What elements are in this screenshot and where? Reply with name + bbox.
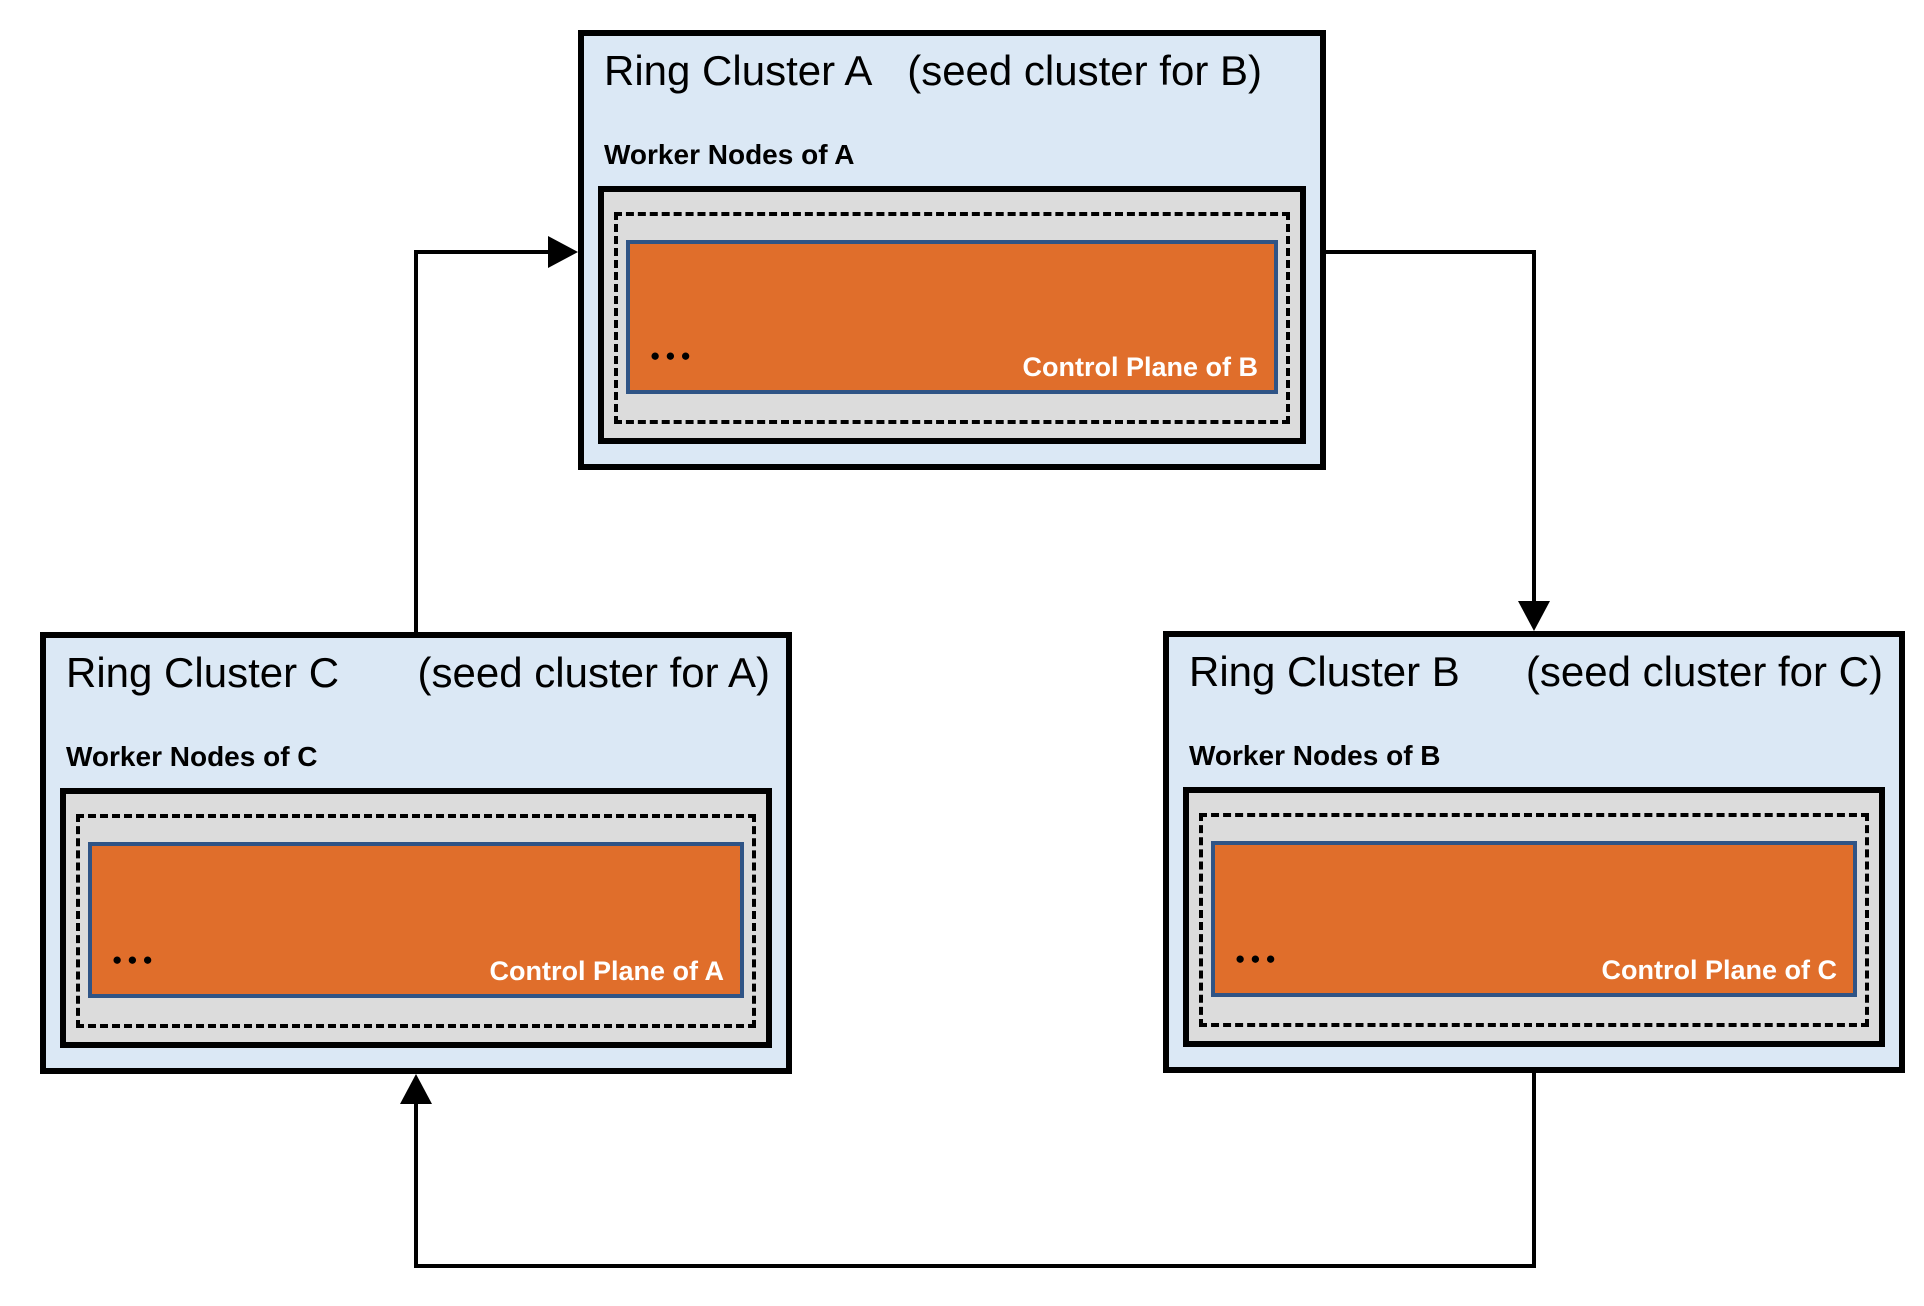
cluster-c-control-plane-box: ●●● Control Plane of A bbox=[88, 842, 744, 998]
cluster-a-dashed-boundary bbox=[614, 212, 1290, 424]
cluster-c-dashed-boundary bbox=[76, 814, 756, 1028]
cluster-c-card: Ring Cluster C (seed cluster for A) Work… bbox=[40, 632, 792, 1074]
cluster-c-seed-note: (seed cluster for A) bbox=[417, 649, 770, 696]
cluster-b-title-row: Ring Cluster B (seed cluster for C) bbox=[1169, 637, 1899, 697]
connector-c-to-a-vertical-segment bbox=[414, 250, 418, 632]
cluster-a-ellipsis-dots: ●●● bbox=[650, 346, 696, 365]
cluster-c-worker-box: ●●● Control Plane of A bbox=[60, 788, 772, 1048]
cluster-b-control-plane-label: Control Plane of C bbox=[1601, 955, 1838, 985]
connector-b-to-c-right-vertical-segment bbox=[1532, 1073, 1536, 1268]
cluster-a-worker-label: Worker Nodes of A bbox=[604, 139, 855, 170]
cluster-b-dashed-boundary bbox=[1199, 813, 1869, 1027]
connector-b-to-c-horizontal-segment bbox=[414, 1264, 1536, 1268]
cluster-b-ellipsis-dots: ●●● bbox=[1235, 949, 1281, 968]
cluster-b-title: Ring Cluster B bbox=[1189, 648, 1460, 695]
connector-b-to-c-arrowhead bbox=[400, 1074, 432, 1104]
connector-c-to-a-horizontal-segment bbox=[414, 250, 548, 254]
cluster-b-worker-box: ●●● Control Plane of C bbox=[1183, 787, 1885, 1047]
cluster-c-title: Ring Cluster C bbox=[66, 649, 340, 696]
cluster-c-control-plane-label: Control Plane of A bbox=[489, 956, 725, 986]
cluster-a-seed-note: (seed cluster for B) bbox=[907, 47, 1262, 94]
cluster-a-worker-box: ●●● Control Plane of B bbox=[598, 186, 1306, 444]
connector-b-to-c-left-vertical-segment bbox=[414, 1104, 418, 1268]
cluster-c-worker-label: Worker Nodes of C bbox=[66, 741, 318, 772]
cluster-a-control-plane-box: ●●● Control Plane of B bbox=[626, 240, 1278, 394]
connector-c-to-a-arrowhead bbox=[548, 236, 578, 268]
cluster-b-control-plane-box: ●●● Control Plane of C bbox=[1211, 841, 1857, 997]
cluster-b-worker-label: Worker Nodes of B bbox=[1189, 740, 1441, 771]
cluster-a-title: Ring Cluster A bbox=[604, 47, 873, 94]
connector-a-to-b-horizontal-segment bbox=[1326, 250, 1536, 254]
cluster-c-ellipsis-dots: ●●● bbox=[112, 950, 158, 969]
cluster-b-card: Ring Cluster B (seed cluster for C) Work… bbox=[1163, 631, 1905, 1073]
connector-a-to-b-vertical-segment bbox=[1532, 250, 1536, 601]
connector-a-to-b-arrowhead bbox=[1518, 601, 1550, 631]
cluster-a-title-row: Ring Cluster A (seed cluster for B) bbox=[584, 36, 1320, 96]
cluster-a-control-plane-label: Control Plane of B bbox=[1022, 352, 1259, 382]
cluster-c-title-row: Ring Cluster C (seed cluster for A) bbox=[46, 638, 786, 698]
cluster-b-seed-note: (seed cluster for C) bbox=[1525, 648, 1883, 695]
cluster-a-card: Ring Cluster A (seed cluster for B) Work… bbox=[578, 30, 1326, 470]
